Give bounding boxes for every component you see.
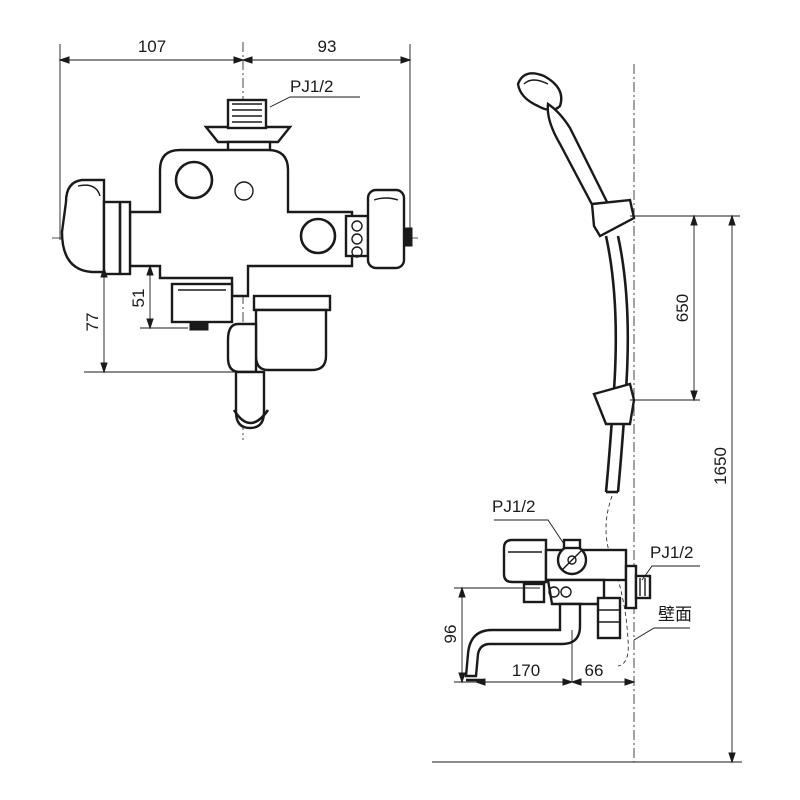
lower-outlet-connector <box>226 294 332 430</box>
wall-label: 壁面 <box>658 605 692 624</box>
shower-hose <box>604 235 618 493</box>
dim-77: 77 <box>83 313 102 332</box>
side-view: 650 1650 <box>432 64 742 764</box>
shower-head <box>516 72 610 214</box>
faucet-side-body <box>464 538 652 682</box>
front-thread-leader <box>269 96 360 108</box>
side-thread-leader-right <box>641 565 700 581</box>
right-port-circle <box>299 217 337 255</box>
front-view: 107 93 PJ1/2 <box>52 37 418 440</box>
dim-107: 107 <box>138 37 166 56</box>
dim-66: 66 <box>585 661 604 680</box>
dim-51: 51 <box>129 289 148 308</box>
lower-holder <box>592 382 636 426</box>
dim-93: 93 <box>318 37 337 56</box>
holder-span-dimension: 650 <box>630 214 740 402</box>
small-port-circle <box>234 181 254 201</box>
side-thread-leader-top <box>494 519 565 545</box>
front-height-dimensions: 77 51 <box>83 264 236 374</box>
dim-650: 650 <box>673 294 692 322</box>
side-thread-label-top: PJ1/2 <box>492 497 535 516</box>
dim-170: 170 <box>512 661 540 680</box>
dim-96: 96 <box>441 625 460 644</box>
spout-dimensions: 96 170 66 <box>441 586 636 686</box>
front-width-dimensions: 107 93 <box>58 37 412 240</box>
upper-holder <box>590 198 636 238</box>
wall-label-leader <box>633 627 690 641</box>
front-thread-label: PJ1/2 <box>290 77 333 96</box>
left-elbow-inlet <box>60 178 132 276</box>
top-threaded-connection <box>203 98 293 158</box>
dim-1650: 1650 <box>711 447 730 485</box>
upper-port-circle <box>174 160 214 200</box>
side-thread-label-right: PJ1/2 <box>650 543 693 562</box>
lower-left-nut <box>170 282 234 331</box>
total-height-dimension: 1650 <box>711 214 736 764</box>
right-control-knob <box>344 188 413 270</box>
valve-body <box>128 148 354 298</box>
hose-dashed <box>605 495 629 667</box>
